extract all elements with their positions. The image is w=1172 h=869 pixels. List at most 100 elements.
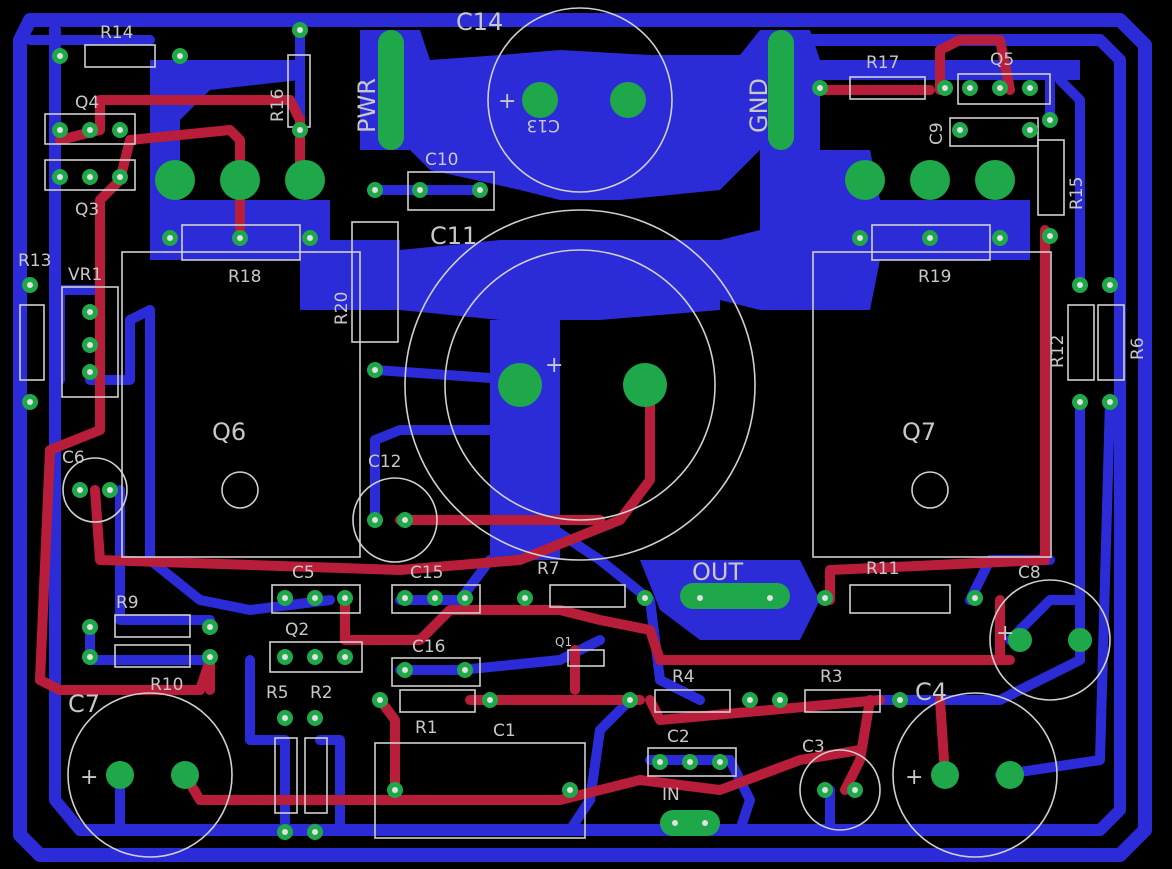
- c8-outline: [989, 579, 1111, 701]
- label-r3: R3: [820, 667, 843, 687]
- label-r2: R2: [310, 683, 333, 703]
- drill-hole: [57, 174, 63, 180]
- drill-hole: [87, 624, 93, 630]
- drill-hole: [117, 174, 123, 180]
- label-r14: R14: [100, 23, 133, 43]
- c6-outline: [62, 457, 128, 523]
- drill-hole: [897, 697, 903, 703]
- drill-hole: [282, 829, 288, 835]
- drill-hole: [207, 654, 213, 660]
- drill-hole: [657, 759, 663, 765]
- svg-text:+: +: [498, 89, 516, 114]
- label-c10: C10: [425, 150, 459, 170]
- q6-hole: [221, 471, 259, 509]
- label-r5: R5: [266, 683, 289, 703]
- drill-hole: [107, 487, 113, 493]
- c11-outline-inner: [444, 249, 716, 521]
- drill-hole: [402, 517, 408, 523]
- c11-outline-outer: [404, 209, 756, 561]
- label-r17: R17: [866, 53, 899, 73]
- label-r6: R6: [1128, 337, 1148, 360]
- drill-hole: [927, 235, 933, 241]
- svg-text:+: +: [80, 765, 98, 790]
- drill-hole: [822, 787, 828, 793]
- drill-hole: [177, 53, 183, 59]
- drill-hole: [297, 127, 303, 133]
- label-r9: R9: [116, 593, 139, 613]
- label-q4: Q4: [75, 93, 99, 113]
- q6-outline: [121, 251, 361, 558]
- label-c2: C2: [667, 727, 690, 747]
- drill-hole: [87, 654, 93, 660]
- drill-hole: [27, 399, 33, 405]
- q7-hole: [911, 471, 949, 509]
- label-r12: R12: [1048, 335, 1068, 368]
- drill-hole: [342, 595, 348, 601]
- svg-text:+: +: [996, 621, 1014, 646]
- label-r18: R18: [228, 267, 261, 287]
- component-labels: C14 PWR GND C13 R14 R16 Q4 Q3 R18 R17 Q5…: [18, 8, 1148, 805]
- label-q2: Q2: [285, 620, 309, 640]
- q7-outline: [812, 251, 1052, 558]
- c7-outline: [67, 692, 233, 858]
- label-q5: Q5: [990, 50, 1014, 70]
- drill-hole: [857, 235, 863, 241]
- c3-outline: [799, 749, 881, 831]
- drill-hole: [767, 595, 773, 601]
- drill-hole: [377, 697, 383, 703]
- drill-hole: [282, 595, 288, 601]
- label-r11: R11: [866, 559, 899, 579]
- drill-hole: [117, 127, 123, 133]
- drill-hole: [627, 697, 633, 703]
- drill-hole: [522, 595, 528, 601]
- drill-hole: [717, 759, 723, 765]
- label-in: IN: [662, 785, 680, 805]
- drill-hole: [997, 235, 1003, 241]
- drill-hole: [972, 595, 978, 601]
- drill-hole: [167, 235, 173, 241]
- label-out: OUT: [692, 558, 743, 586]
- drill-hole: [372, 187, 378, 193]
- label-c16: C16: [412, 637, 446, 657]
- drill-hole: [777, 697, 783, 703]
- label-vr1: VR1: [68, 265, 102, 285]
- silkscreen-layer: [19, 7, 1125, 858]
- c12-outline: [352, 477, 438, 563]
- label-c8: C8: [1018, 563, 1041, 583]
- drill-hole: [297, 27, 303, 33]
- drill-hole: [57, 53, 63, 59]
- drill-hole: [372, 517, 378, 523]
- drill-hole: [87, 127, 93, 133]
- drill-hole: [87, 174, 93, 180]
- drill-hole: [997, 85, 1003, 91]
- label-pwr: PWR: [353, 78, 381, 133]
- label-c11: C11: [430, 222, 477, 250]
- drill-hole: [852, 787, 858, 793]
- drill-hole: [697, 595, 703, 601]
- drill-hole: [487, 697, 493, 703]
- label-r7: R7: [537, 559, 560, 579]
- drill-hole: [477, 187, 483, 193]
- label-c3: C3: [802, 737, 825, 757]
- drill-hole: [942, 85, 948, 91]
- label-r4: R4: [672, 667, 695, 687]
- drill-hole: [702, 820, 708, 826]
- drill-hole: [1107, 282, 1113, 288]
- label-r20: R20: [332, 292, 352, 325]
- drill-hole: [312, 829, 318, 835]
- drill-hole: [1077, 399, 1083, 405]
- drill-hole: [817, 85, 823, 91]
- drill-hole: [392, 787, 398, 793]
- label-r10: R10: [150, 675, 183, 695]
- drill-hole: [342, 654, 348, 660]
- drill-hole: [567, 787, 573, 793]
- drill-hole: [77, 487, 83, 493]
- drill-hole: [462, 595, 468, 601]
- drill-hole: [402, 667, 408, 673]
- label-c14: C14: [456, 8, 503, 36]
- polarity-marks: + + + + +: [80, 89, 1014, 790]
- label-r1: R1: [415, 718, 438, 738]
- drill-hole: [1077, 282, 1083, 288]
- c4-outline: [892, 692, 1058, 858]
